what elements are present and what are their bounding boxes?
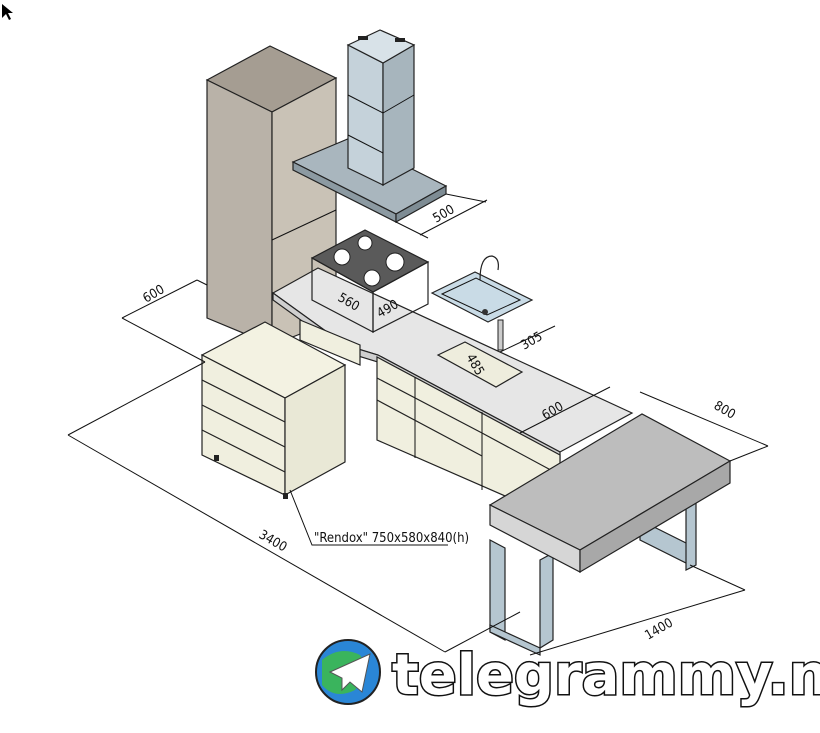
paper-plane-icon: [328, 653, 371, 693]
dim-tall-unit-depth: 600: [141, 282, 168, 306]
dim-table-depth: 800: [711, 398, 738, 422]
mouse-cursor-icon: [2, 4, 13, 20]
dimension-lines: [67, 193, 769, 656]
sink: [430, 255, 534, 388]
hob: [310, 229, 430, 333]
range-hood: [291, 29, 448, 224]
dim-hood-depth: 500: [431, 202, 458, 226]
rendox-callout-label: "Rendox" 750x580x840(h): [314, 531, 469, 546]
watermark: telegrammy.net: [315, 639, 820, 710]
watermark-text: telegrammy.net: [392, 643, 820, 708]
rendox-drawer-unit: [200, 321, 347, 499]
table: [488, 413, 732, 656]
dim-total-length: 3400: [256, 527, 289, 555]
callout-leader: [289, 489, 448, 546]
